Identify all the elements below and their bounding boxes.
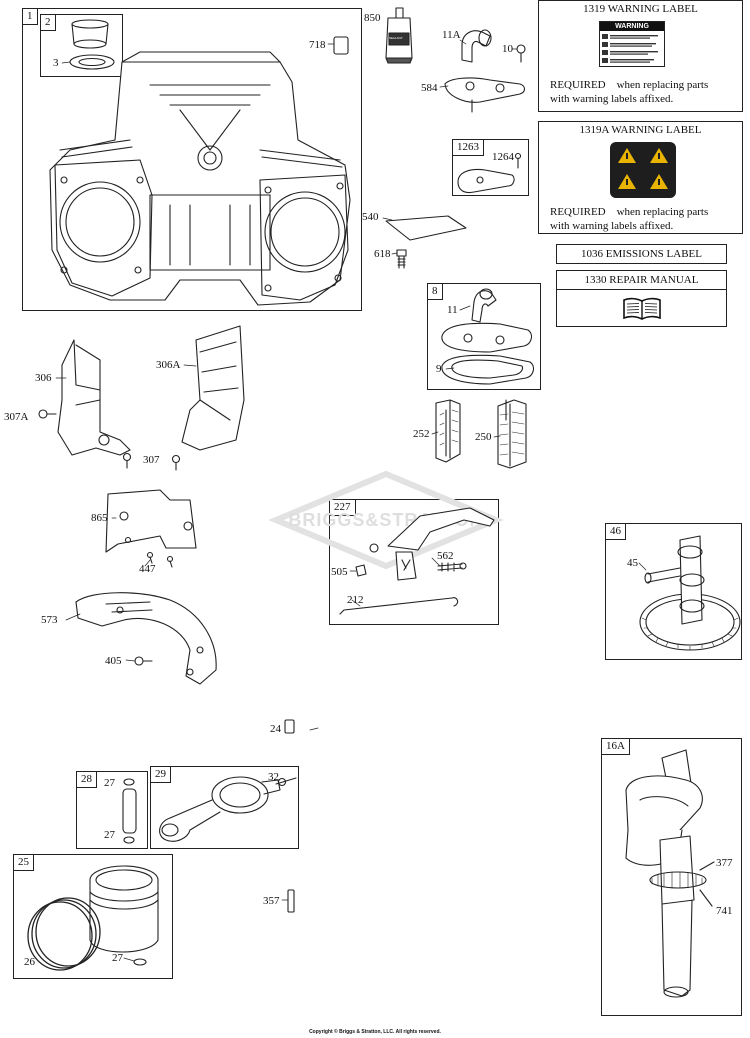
box-label: 1263 [453, 140, 484, 156]
callout-307a: 307A [4, 411, 29, 423]
box-8: 8 [427, 283, 541, 390]
box-46: 46 [605, 523, 742, 660]
box-16a: 16A [601, 738, 742, 1016]
callout-865: 865 [91, 512, 108, 524]
callout-10: 10 [502, 43, 513, 55]
box-25: 25 [13, 854, 173, 979]
callout-540: 540 [362, 211, 379, 223]
callout-24: 24 [270, 723, 281, 735]
warning-required-line2: with warning labels affixed. [550, 93, 674, 105]
callout-306: 306 [35, 372, 52, 384]
box-28: 28 [76, 771, 148, 849]
cylinder-block [49, 51, 351, 306]
sealant-tube-text: SEALANT [389, 36, 403, 40]
callout-584: 584 [421, 82, 438, 94]
callout-306a: 306A [156, 359, 181, 371]
callout-212: 212 [347, 594, 364, 606]
repair-manual-panel: 1330 REPAIR MANUAL [556, 270, 727, 327]
box-label: 29 [151, 767, 171, 783]
box-label: 2 [41, 15, 56, 31]
box-label: 28 [77, 772, 97, 788]
callout-11: 11 [447, 304, 458, 316]
callout-9: 9 [436, 363, 442, 375]
callout-32: 32 [268, 771, 279, 783]
box-1263: 1263 [452, 139, 529, 196]
callout-718: 718 [309, 39, 326, 51]
callout-252: 252 [413, 428, 430, 440]
callout-850: 850 [364, 12, 381, 24]
callout-377: 377 [716, 857, 733, 869]
warning-label-title: 1319 WARNING LABEL [583, 3, 698, 15]
warning-label-a-panel: 1319A WARNING LABEL REQUIRED when replac… [538, 121, 743, 234]
callout-357: 357 [263, 895, 280, 907]
callout-27-top: 27 [104, 777, 115, 789]
callout-27-bottom: 27 [104, 829, 115, 841]
emissions-label-panel: 1036 EMISSIONS LABEL [556, 244, 727, 264]
emissions-label-title: 1036 EMISSIONS LABEL [580, 248, 702, 260]
callout-1264: 1264 [492, 151, 514, 163]
box-29: 29 [150, 766, 299, 849]
sealant-tube [385, 7, 413, 64]
callout-618: 618 [374, 248, 391, 260]
callout-741: 741 [716, 905, 733, 917]
box-label: 25 [14, 855, 34, 871]
warning-required-line1: REQUIRED when replacing parts [550, 79, 709, 91]
warning-a-required-line2: with warning labels affixed. [550, 220, 674, 232]
warning-a-required-line1: REQUIRED when replacing parts [550, 206, 709, 218]
warning-label-lines [602, 34, 658, 63]
callout-11a: 11A [442, 29, 461, 41]
callout-505: 505 [331, 566, 348, 578]
callout-45: 45 [627, 557, 638, 569]
callout-250: 250 [475, 431, 492, 443]
warning-label-panel: 1319 WARNING LABEL WARNING REQUIRED when… [538, 0, 743, 112]
box-2: 2 [40, 14, 123, 77]
box-label: 1 [23, 9, 38, 25]
box-label: 8 [428, 284, 443, 300]
callout-3: 3 [53, 57, 59, 69]
bearing-and-seal [69, 19, 115, 70]
callout-562: 562 [437, 550, 454, 562]
warning-label-a-title: 1319A WARNING LABEL [579, 124, 702, 136]
callout-307: 307 [143, 454, 160, 466]
book-icon [623, 297, 661, 320]
callout-26: 26 [24, 956, 35, 968]
box-label: 16A [602, 739, 630, 755]
warning-label-image: WARNING [599, 21, 665, 67]
callout-573: 573 [41, 614, 58, 626]
warning-triangle-icon [610, 142, 676, 198]
callout-405: 405 [105, 655, 122, 667]
box-label: 46 [606, 524, 626, 540]
warning-badge: WARNING [600, 22, 664, 31]
box-1: 1 [22, 8, 362, 311]
repair-manual-title: 1330 REPAIR MANUAL [557, 274, 726, 290]
callout-447: 447 [139, 563, 156, 575]
copyright: Copyright © Briggs & Stratton, LLC. All … [309, 1029, 441, 1035]
callout-27-piston: 27 [112, 952, 123, 964]
